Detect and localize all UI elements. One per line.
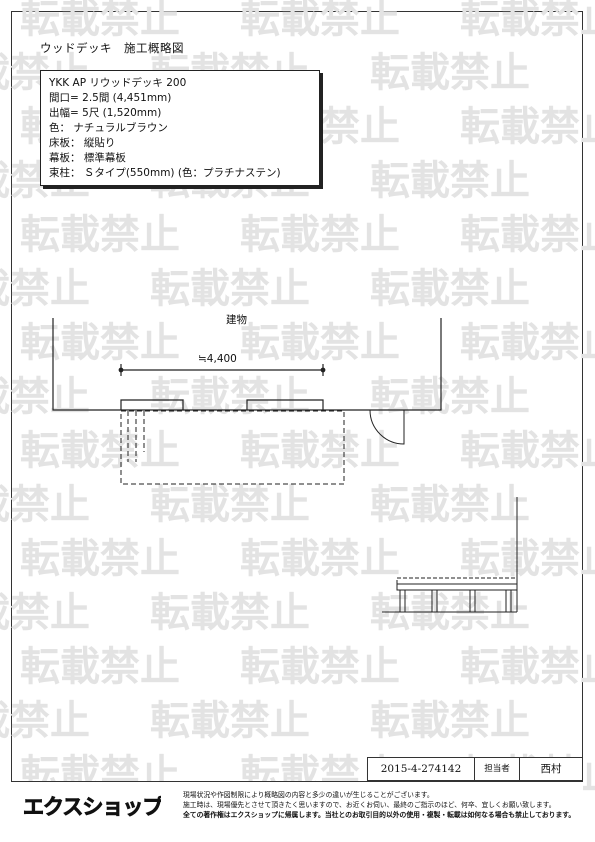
note-line: 施工時は、現場優先とさせて頂きたく思いますので、お近くお伺い、最終のご指示のほど… — [183, 801, 556, 809]
dimension-label: ≒4,400 — [198, 353, 237, 365]
building-label: 建物 — [226, 313, 247, 326]
deck-outline — [120, 410, 345, 485]
footer: 2015-4-274142 担当者 西村 エクスショップ 現場状況や作図制限によ… — [11, 757, 583, 828]
spec-fascia: 幕板： 標準幕板 — [49, 152, 126, 164]
window-right — [246, 399, 324, 410]
spec-depth: 出幅= 5尺 (1,520mm) — [49, 107, 162, 119]
note-line: 現場状況や作図制限により概略図の内容と多少の違いが生じることがございます。 — [183, 791, 434, 799]
logo-text: エクスショップ — [23, 795, 161, 819]
door-swing — [369, 409, 405, 445]
note-line-copyright: 全ての著作権はエクスショップに帰属します。当社とのお取引目的以外の使用・複製・転… — [183, 811, 576, 819]
footer-notes: 現場状況や作図制限により概略図の内容と多少の違いが生じることがございます。 施工… — [171, 790, 575, 820]
elevation-deck-beam — [396, 583, 518, 591]
spec-color: 色： ナチュラルブラウン — [49, 122, 168, 134]
footer-bar: エクスショップ 現場状況や作図制限により概略図の内容と多少の違いが生じることがご… — [11, 781, 583, 828]
elevation-deck-top — [396, 577, 518, 585]
spec-floor: 床板： 縦貼り — [49, 137, 116, 149]
building-outline — [52, 318, 442, 411]
person-label: 担当者 — [475, 758, 520, 780]
spec-width: 間口= 2.5間 (4,451mm) — [49, 92, 172, 104]
company-logo: エクスショップ — [11, 785, 171, 825]
order-number: 2015-4-274142 — [368, 758, 475, 780]
person-name: 西村 — [540, 763, 562, 775]
order-info-row: 2015-4-274142 担当者 西村 — [367, 757, 583, 781]
spec-box: YKK AP リウッドデッキ 200 間口= 2.5間 (4,451mm) 出幅… — [40, 70, 320, 186]
spec-product: YKK AP リウッドデッキ 200 — [49, 77, 187, 89]
spec-post: 束柱： Ｓタイプ(550mm) (色：プラチナステン) — [49, 167, 281, 179]
window-left — [120, 399, 184, 410]
document-title: ウッドデッキ 施工概略図 — [40, 41, 184, 55]
